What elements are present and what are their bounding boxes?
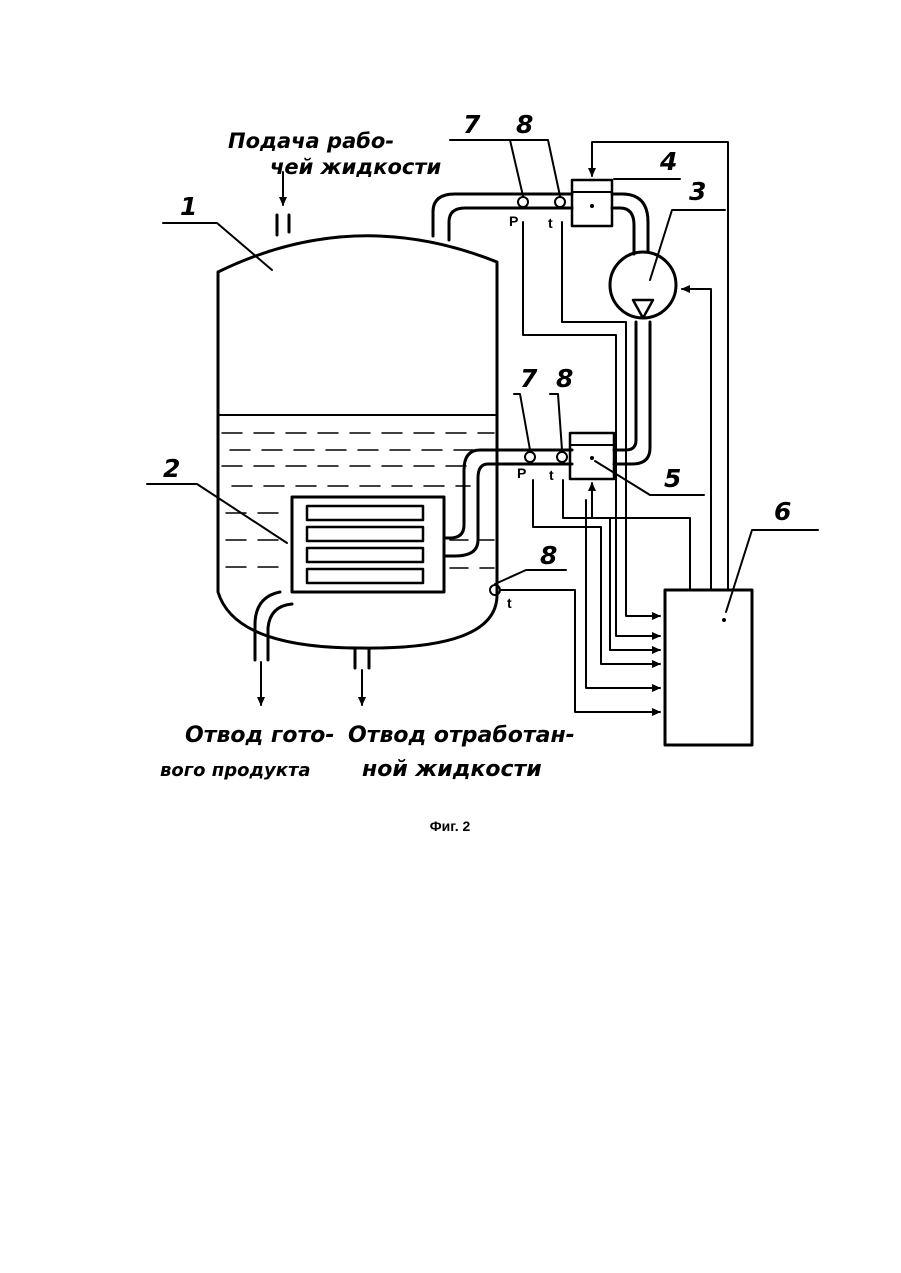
label-5: 5 [664, 464, 681, 493]
pipe-right [614, 322, 650, 464]
tag-p-top: P [509, 213, 518, 229]
flowmeter-4 [572, 180, 612, 226]
feed-label: Подача рабо- чей жидкости [228, 129, 442, 179]
label-1: 1 [180, 192, 197, 221]
label-3: 3 [689, 177, 706, 206]
feed-label-line1: Подача рабо- [228, 129, 394, 153]
pump [610, 252, 676, 318]
label-8-top: 8 [516, 110, 533, 139]
label-8-mid: 8 [556, 364, 573, 393]
heat-exchanger [292, 497, 444, 592]
waste-label-line2: ной жидкости [362, 757, 542, 782]
label-6: 6 [774, 497, 791, 526]
product-outlet-pipe [255, 592, 292, 705]
label-7-top: 7 [463, 110, 481, 139]
signal-lines [501, 142, 728, 712]
sensors [490, 197, 567, 595]
liquid-level [219, 415, 496, 568]
waste-outlet-pipe [355, 649, 369, 705]
product-label-line2: вого продукта [160, 760, 311, 781]
tag-t-mid: t [549, 467, 554, 483]
label-4: 4 [659, 147, 677, 176]
pipe-top [433, 194, 648, 254]
feed-label-line2: чей жидкости [270, 155, 442, 179]
label-7-mid: 7 [520, 364, 538, 393]
tag-t-low: t [507, 595, 512, 611]
product-label: Отвод гото- вого продукта [160, 723, 335, 781]
control-unit [665, 590, 752, 745]
flowmeter-5 [570, 433, 614, 479]
figure-caption: Фиг. 2 [430, 818, 471, 834]
waste-label: Отвод отработан- ной жидкости [348, 723, 575, 782]
leader-lines [147, 140, 818, 612]
tag-t-top: t [548, 215, 553, 231]
label-8-low: 8 [540, 541, 557, 570]
label-2: 2 [163, 454, 180, 483]
tag-p-mid: P [517, 465, 526, 481]
waste-label-line1: Отвод отработан- [348, 723, 575, 748]
product-label-line1: Отвод гото- [185, 723, 335, 748]
